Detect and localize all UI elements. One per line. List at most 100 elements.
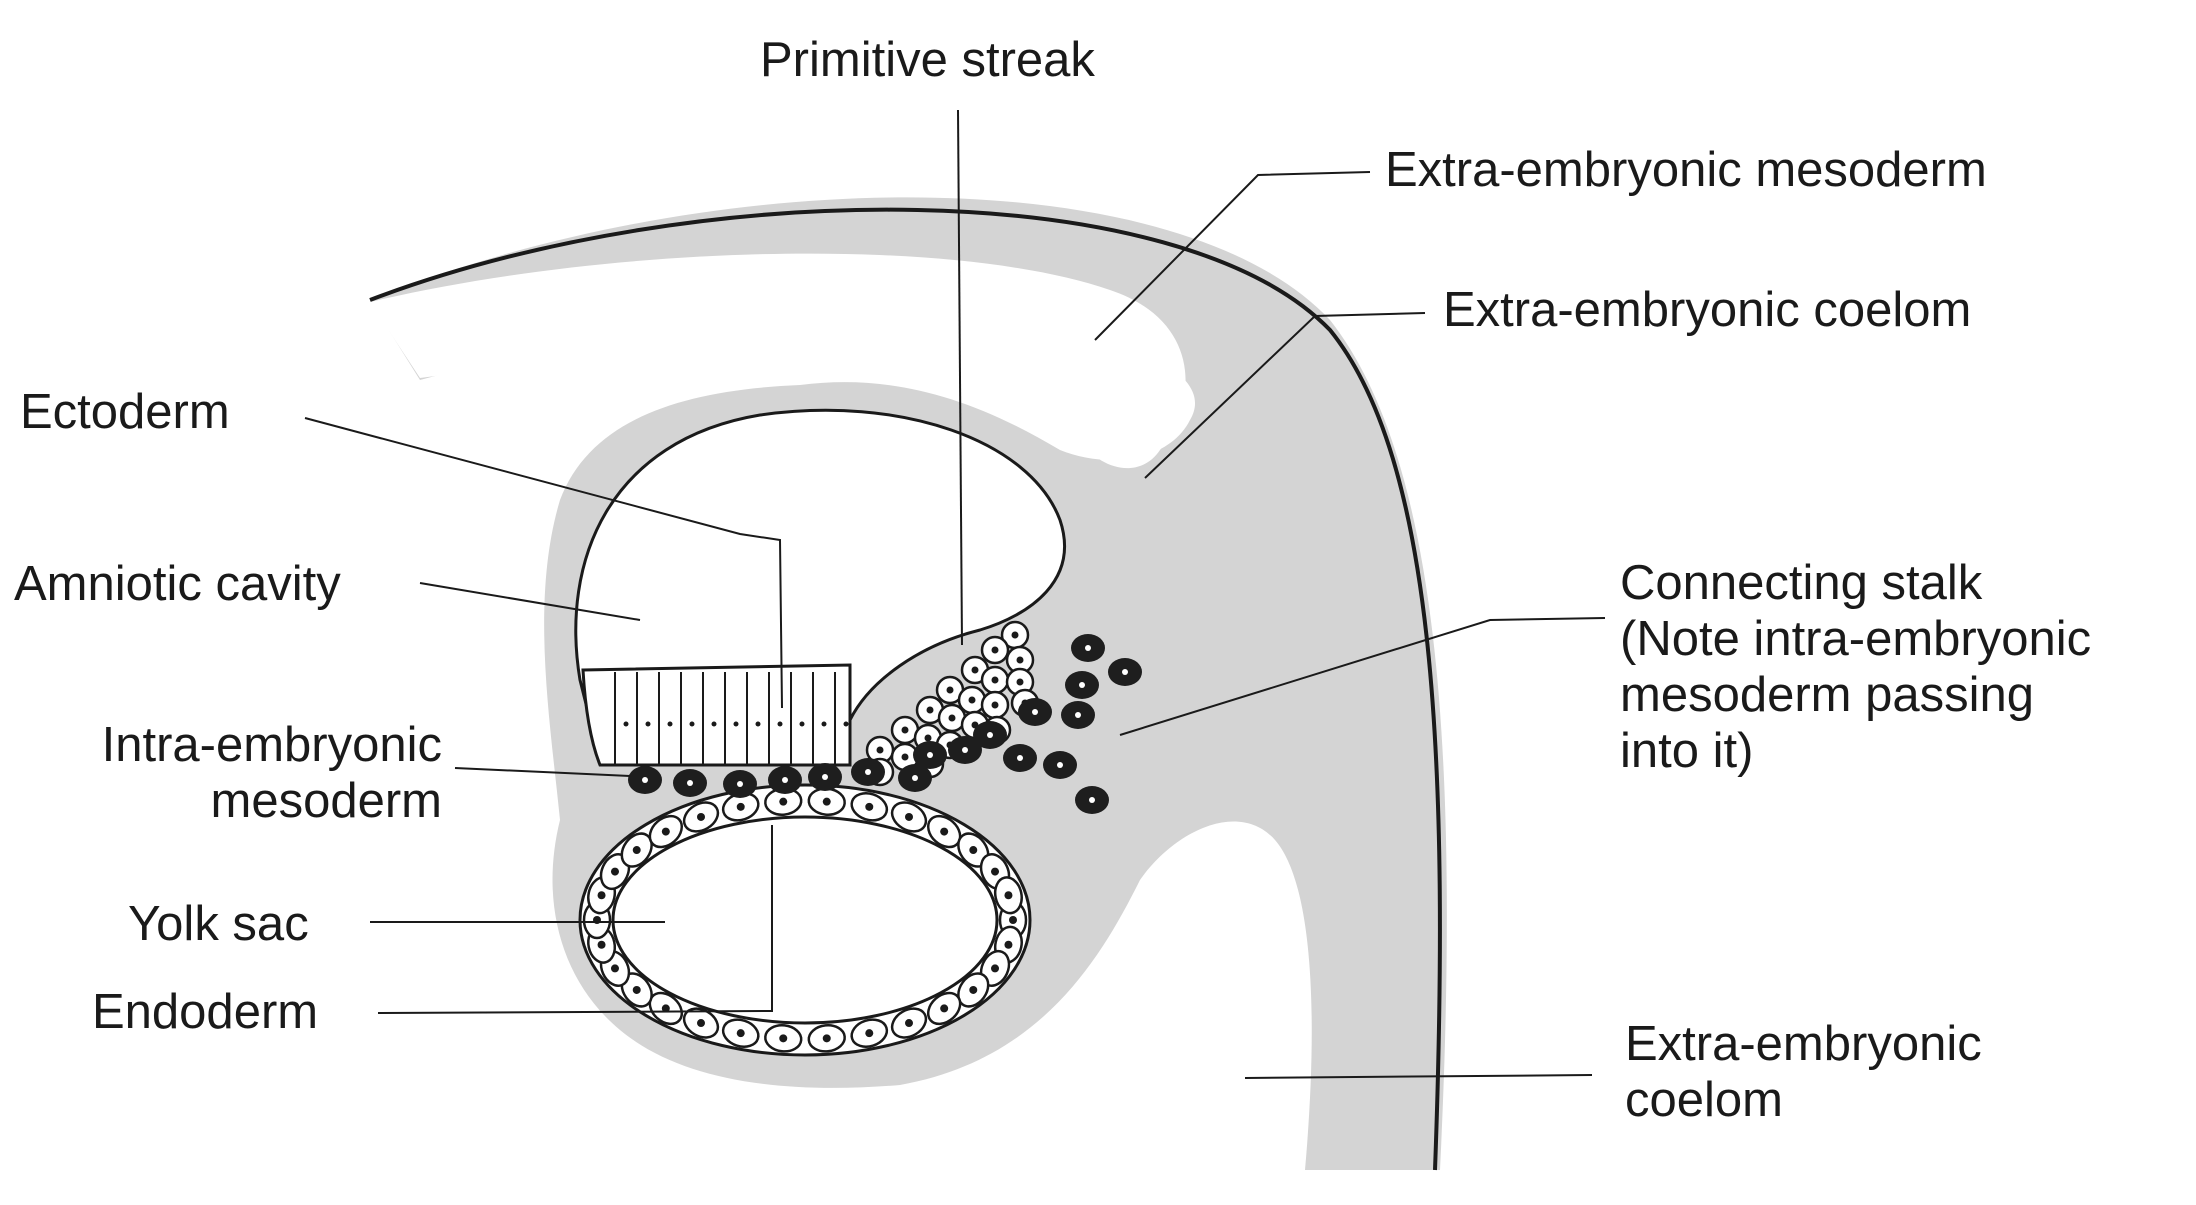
mesoderm-cell-nucleus xyxy=(865,769,871,775)
leader-amniotic-cavity xyxy=(419,582,641,621)
streak-cell-nucleus xyxy=(901,753,909,761)
leader-extra-coelom-top xyxy=(1144,312,1426,479)
ectoderm-cell-nucleus xyxy=(711,721,717,727)
ectoderm-cell-nucleus xyxy=(755,721,761,727)
intra-mesoderm-line1: Intra-embryonic xyxy=(101,718,442,772)
streak-cell-nucleus xyxy=(948,714,956,722)
connecting-stalk-line3: mesoderm passing xyxy=(1620,668,2034,722)
streak-cell-nucleus xyxy=(991,701,999,709)
mesoderm-cells xyxy=(628,634,1142,814)
mesoderm-cell-nucleus xyxy=(1075,712,1081,718)
outer-boundary-line xyxy=(369,207,1442,1171)
endoderm-cell-nucleus xyxy=(597,891,606,900)
mesoderm-cell-nucleus xyxy=(962,747,968,753)
label-connecting-stalk: Connecting stalk (Note intra-embryonic m… xyxy=(1620,555,2091,779)
leader-endoderm xyxy=(377,825,773,1014)
endoderm-cell-nucleus xyxy=(822,797,831,806)
streak-cell-nucleus xyxy=(991,676,999,684)
leader-primitive-streak xyxy=(957,109,963,646)
extra-embryonic-coelom-space xyxy=(370,253,1186,469)
streak-cell-nucleus xyxy=(901,726,909,734)
label-extra-embryonic-coelom-bottom: Extra-embryonic coelom xyxy=(1625,1016,1982,1128)
endoderm-cell-nucleus xyxy=(940,827,949,836)
ectoderm-cell-nucleus xyxy=(689,721,695,727)
streak-cell-nucleus xyxy=(968,696,976,704)
endoderm-cell-nucleus xyxy=(865,802,874,811)
endoderm-cell-nucleus xyxy=(632,846,641,855)
ectoderm-cell-nucleus xyxy=(777,721,783,727)
connecting-stalk-line2: (Note intra-embryonic xyxy=(1620,612,2092,666)
endoderm-cell-nucleus xyxy=(597,940,606,949)
endoderm-cell-nucleus xyxy=(632,985,641,994)
label-extra-embryonic-mesoderm: Extra-embryonic mesoderm xyxy=(1385,143,1987,197)
yolk-sac-inner xyxy=(611,815,999,1025)
streak-cell-nucleus xyxy=(991,646,999,654)
endoderm-cell-nucleus xyxy=(610,867,619,876)
ectoderm-cell-nucleus xyxy=(645,721,651,727)
ectoderm-layer xyxy=(581,663,852,767)
ectoderm-cell-nucleus xyxy=(799,721,805,727)
endoderm-cell-nucleus xyxy=(1004,891,1013,900)
connecting-stalk-line4: into it) xyxy=(1620,724,1754,778)
endoderm-cell-nucleus xyxy=(865,1029,874,1038)
streak-cell-nucleus xyxy=(1011,631,1019,639)
endoderm-cell-nucleus xyxy=(991,964,1000,973)
mesoderm-cell-nucleus xyxy=(687,780,693,786)
endoderm-cell-nucleus xyxy=(1009,916,1017,924)
mesoderm-cell-nucleus xyxy=(822,774,828,780)
endoderm-cell-nucleus xyxy=(697,1019,705,1028)
leader-extra-mesoderm xyxy=(1094,171,1371,341)
ectoderm-cell-nucleus xyxy=(733,721,739,727)
label-ectoderm: Ectoderm xyxy=(20,385,230,439)
endoderm-cell-nucleus xyxy=(736,1029,745,1038)
endoderm-cell-nucleus xyxy=(991,867,1000,876)
leader-intra-mesoderm xyxy=(454,767,631,777)
ectoderm-cell-nucleus xyxy=(623,721,629,727)
ectoderm-cell-nucleus xyxy=(843,721,849,727)
leader-extra-coelom-bottom xyxy=(1244,1074,1593,1079)
endoderm-cell-nucleus xyxy=(822,1034,831,1043)
endoderm-cell-nucleus xyxy=(905,812,913,821)
amniotic-cavity xyxy=(574,408,1066,722)
endoderm-cell-nucleus xyxy=(697,812,705,821)
connecting-stalk-line1: Connecting stalk xyxy=(1620,556,1983,610)
endoderm-cell-nucleus xyxy=(1004,940,1013,949)
endoderm-cell-nucleus xyxy=(779,1034,788,1043)
endoderm-cell-nucleus xyxy=(661,1004,670,1013)
ectoderm-cells xyxy=(614,672,849,765)
streak-cell-nucleus xyxy=(1016,678,1024,686)
streak-cell-nucleus xyxy=(971,666,979,674)
streak-cell-nucleus xyxy=(876,746,884,754)
mesoderm-cell-nucleus xyxy=(1017,755,1023,761)
label-primitive-streak: Primitive streak xyxy=(760,33,1095,87)
ectoderm-cell-nucleus xyxy=(667,721,673,727)
mesoderm-cell-nucleus xyxy=(782,777,788,783)
label-yolk-sac: Yolk sac xyxy=(128,897,309,951)
endoderm-cell-nucleus xyxy=(940,1004,949,1013)
extra-coelom-bottom-line2: coelom xyxy=(1625,1073,1783,1127)
endoderm-cell-nucleus xyxy=(905,1019,913,1028)
endoderm-cell-nucleus xyxy=(969,985,978,994)
endoderm-cell-nucleus xyxy=(779,797,788,806)
leader-ectoderm xyxy=(304,417,783,709)
intra-mesoderm-line2: mesoderm xyxy=(210,774,442,828)
mesoderm-cell-nucleus xyxy=(737,781,743,787)
mesoderm-cell-nucleus xyxy=(1085,645,1091,651)
endoderm-cell-nucleus xyxy=(969,846,978,855)
endoderm-cell-nucleus xyxy=(610,964,619,973)
mesoderm-cell-nucleus xyxy=(927,752,933,758)
mesoderm-cell-nucleus xyxy=(1122,669,1128,675)
label-amniotic-cavity: Amniotic cavity xyxy=(14,557,341,611)
streak-cell-nucleus xyxy=(1016,656,1024,664)
endoderm-cell-nucleus xyxy=(736,802,745,811)
endoderm-cell-nucleus xyxy=(661,827,670,836)
leader-connecting-stalk xyxy=(1119,617,1606,736)
label-endoderm: Endoderm xyxy=(92,985,319,1039)
streak-cell-nucleus xyxy=(924,734,932,742)
mesoderm-cell-nucleus xyxy=(1089,797,1095,803)
mesoderm-cell-nucleus xyxy=(1057,762,1063,768)
label-intra-embryonic-mesoderm: Intra-embryonic mesoderm xyxy=(40,717,442,829)
streak-cell-nucleus xyxy=(946,686,954,694)
